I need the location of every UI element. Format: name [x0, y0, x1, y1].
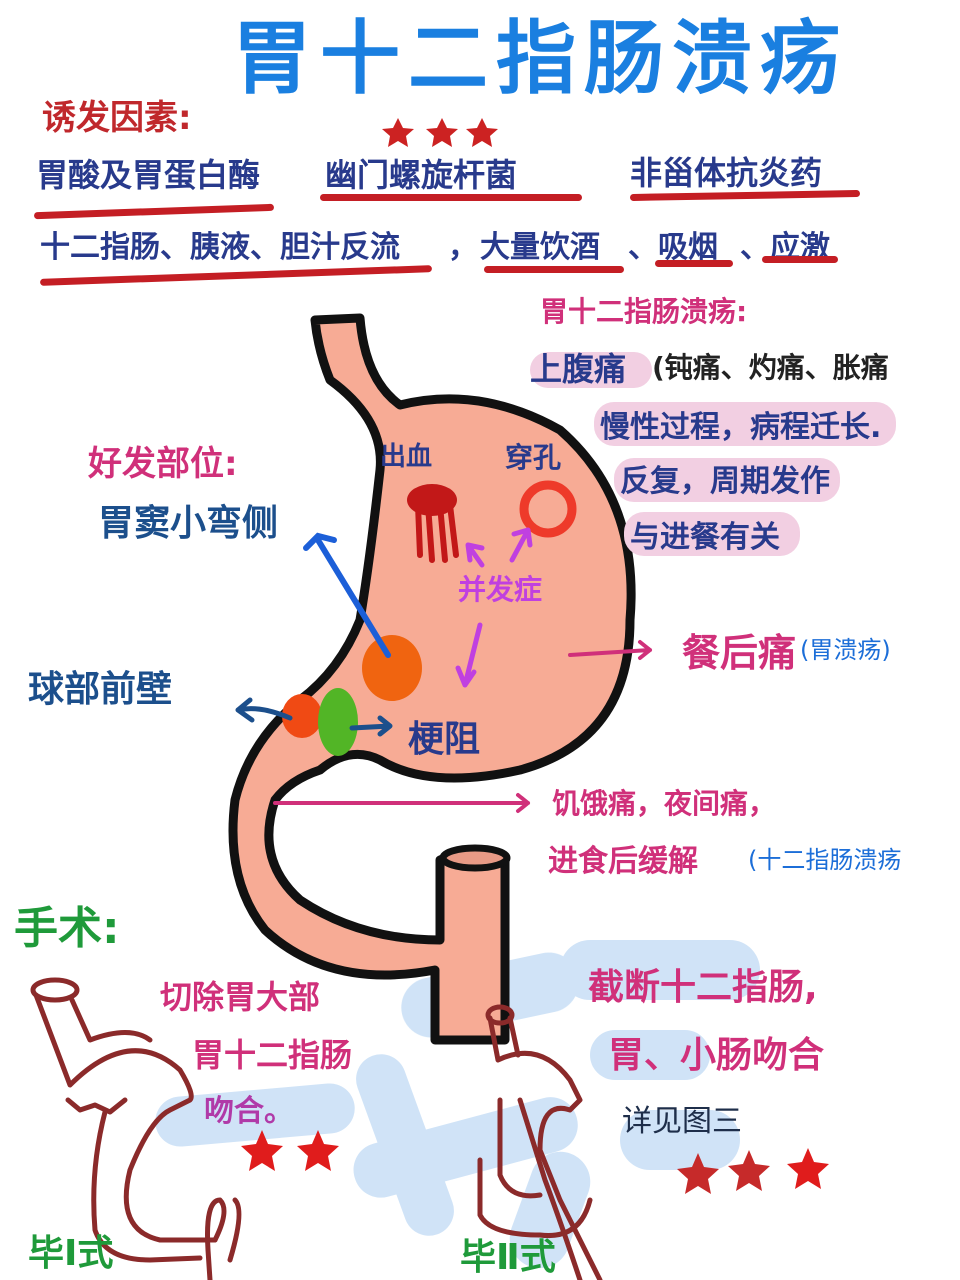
cause-item: 幽门螺旋杆菌	[325, 156, 518, 194]
postprandial-pain: 餐后痛	[682, 631, 797, 675]
complication-obstruction: 梗阻	[408, 719, 481, 760]
page-title: 胃十二指肠溃疡	[232, 12, 848, 105]
gastric-ulcer-site	[362, 635, 422, 701]
billroth2-desc: 截断十二指肠,	[588, 967, 818, 1008]
symptom-line: 与进餐有关	[630, 520, 780, 555]
complication-bleeding: 出血	[380, 442, 433, 472]
site-duodenal: 球部前壁	[28, 669, 173, 710]
cause-item: 非甾体抗炎药	[630, 154, 823, 192]
billroth1-label: 毕Ⅰ式	[28, 1233, 114, 1274]
billroth1-desc: 胃十二指肠	[192, 1036, 353, 1074]
complication-perforation: 穿孔	[505, 441, 562, 474]
billroth1-desc: 切除胃大部	[160, 978, 321, 1016]
surgery-heading: 手术:	[14, 903, 120, 954]
relief-after-eating: 进食后缓解	[548, 844, 698, 879]
causes-heading: 诱发因素:	[42, 98, 192, 138]
gastric-ulcer-note: (胃溃疡)	[800, 636, 891, 664]
symptom-line: 慢性过程，病程迁长.	[600, 410, 882, 445]
hunger-pain: 饥饿痛，夜间痛，	[552, 787, 777, 820]
sites-heading: 好发部位:	[88, 444, 238, 484]
site-gastric: 胃窦小弯侧	[98, 503, 279, 544]
pylorus	[318, 688, 358, 756]
complications-label: 并发症	[458, 573, 543, 606]
billroth1-sketch	[30, 977, 242, 1280]
billroth2-label: 毕Ⅱ式	[460, 1237, 556, 1278]
importance-stars	[382, 118, 498, 147]
symptoms-heading: 胃十二指肠溃疡:	[540, 295, 748, 328]
cause-item: 、吸烟	[628, 230, 718, 265]
cause-item: 十二指肠、胰液、胆汁反流	[40, 230, 400, 265]
stomach-outline	[228, 313, 636, 1045]
billroth2-sketch	[477, 1004, 603, 1280]
cause-item: 胃酸及胃蛋白酶	[36, 156, 261, 194]
see-figure-three: 详见图三	[622, 1104, 742, 1139]
cause-item: 大量饮酒	[480, 230, 600, 265]
pain-types: (钝痛、灼痛、胀痛	[652, 351, 889, 384]
billroth1-desc: 吻合。	[204, 1094, 294, 1129]
billroth2-desc: 胃、小肠吻合	[608, 1035, 825, 1076]
perforation-icon	[519, 480, 577, 538]
symptom-main: 上腹痛	[530, 350, 627, 388]
duodenal-ulcer-note: (十二指肠溃疡	[748, 846, 902, 874]
symptom-line: 反复，周期发作	[620, 464, 830, 499]
